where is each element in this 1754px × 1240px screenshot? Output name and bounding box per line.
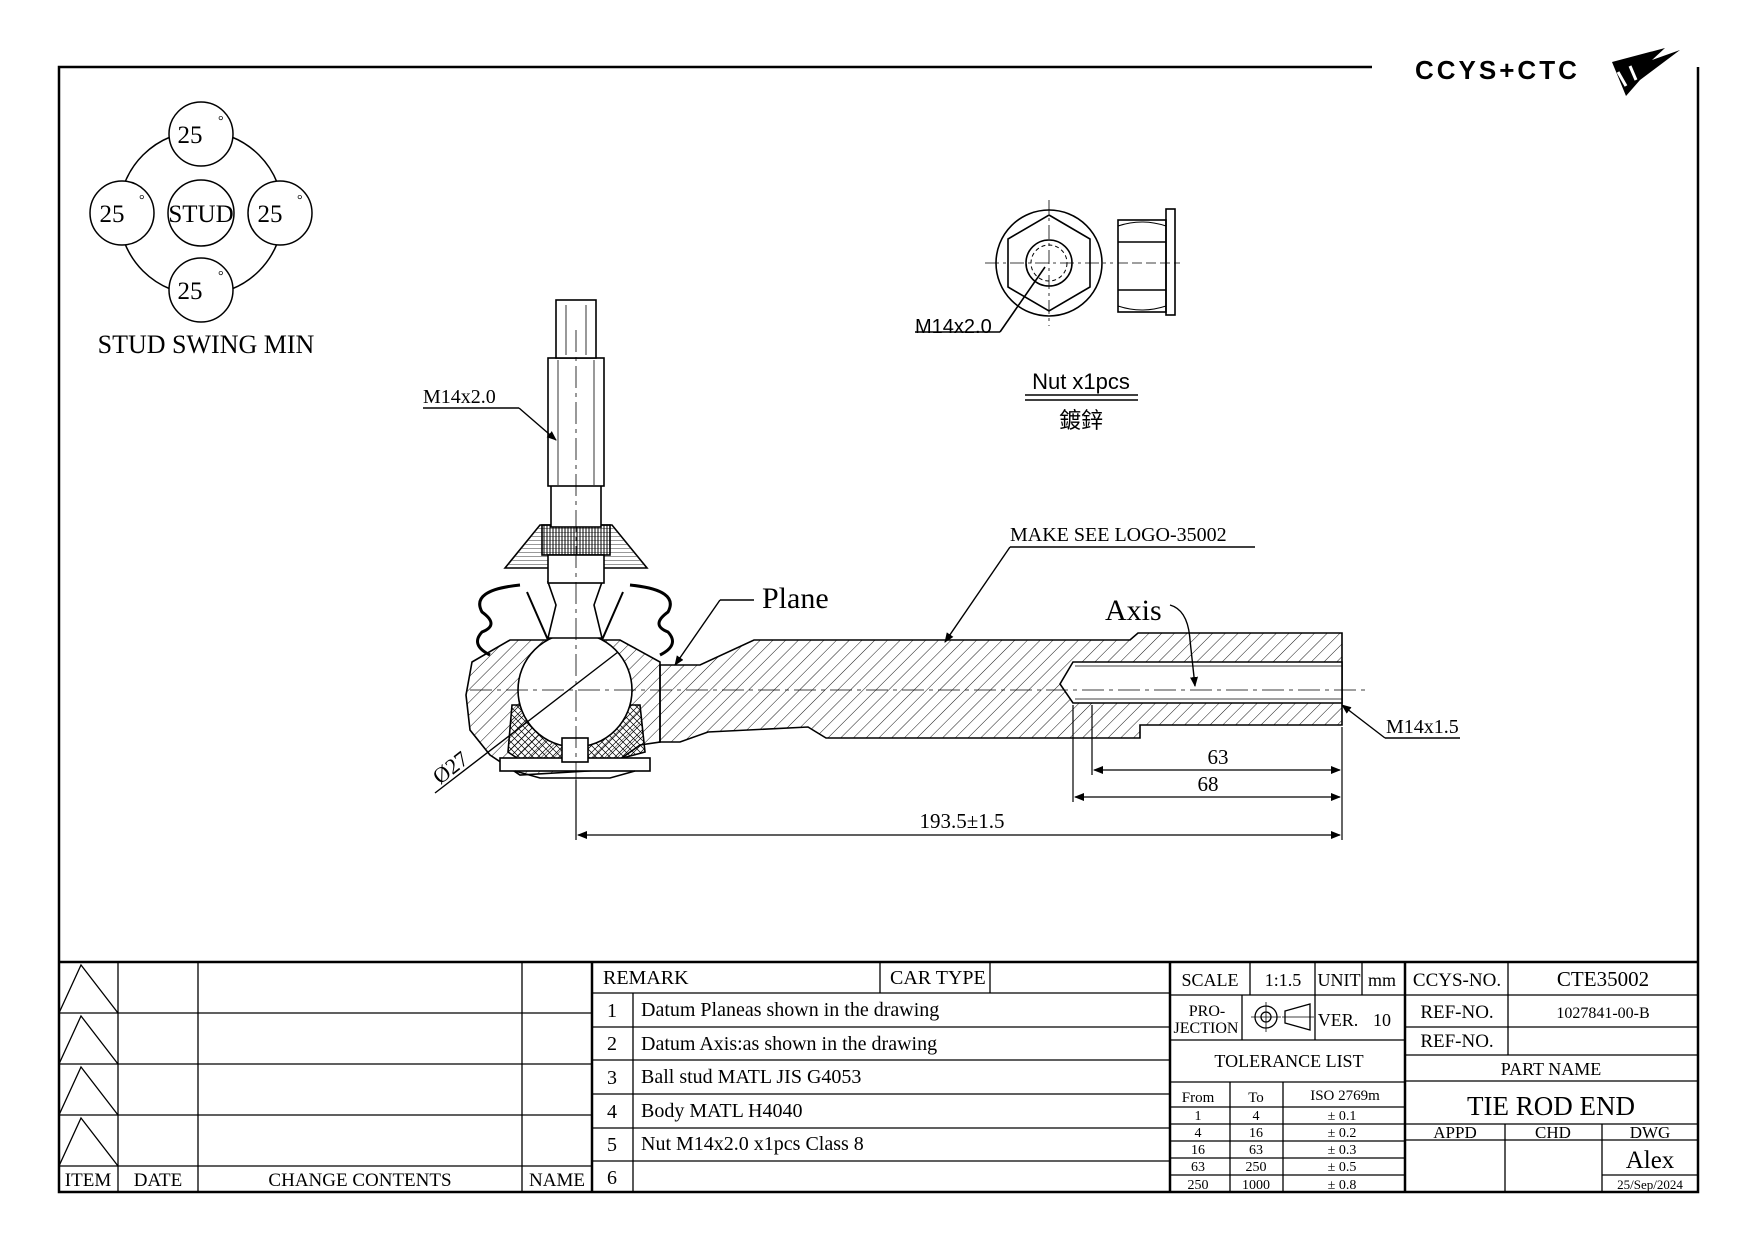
remark-no: 6 bbox=[607, 1167, 617, 1189]
plane-label: Plane bbox=[762, 582, 829, 615]
tolerance-header-from: From bbox=[1182, 1090, 1215, 1106]
dim-bore-depth: 68 bbox=[1198, 772, 1219, 796]
remarks-table: REMARK CAR TYPE 1 2 3 4 5 6 Datum Planea… bbox=[603, 967, 986, 1189]
stud-thread-label: M14x2.0 bbox=[423, 386, 496, 408]
rev-header-change: CHANGE CONTENTS bbox=[268, 1170, 451, 1191]
rev-header-item: ITEM bbox=[65, 1170, 112, 1191]
dimension-labels: 63 68 193.5±1.5 bbox=[919, 745, 1228, 833]
ball-diameter-label: Ø27 bbox=[428, 746, 473, 789]
tolerance-to: 63 bbox=[1249, 1143, 1263, 1158]
third-angle-projection-icon bbox=[1251, 1002, 1314, 1032]
tolerance-to: 16 bbox=[1249, 1126, 1263, 1141]
degree-mark: ° bbox=[139, 193, 145, 208]
stud-label: STUD bbox=[168, 201, 233, 228]
tolerance-to: 4 bbox=[1253, 1109, 1260, 1124]
tolerance-value: ± 0.2 bbox=[1328, 1126, 1357, 1141]
callout-leaders bbox=[423, 407, 1460, 794]
info-block: SCALE 1:1.5 UNIT mm PRO- JECTION VER. 10… bbox=[1174, 970, 1396, 1193]
remark-header: REMARK bbox=[603, 967, 689, 989]
part-name-label: PART NAME bbox=[1501, 1059, 1601, 1079]
remark-no: 5 bbox=[607, 1134, 617, 1156]
tolerance-from: 63 bbox=[1191, 1160, 1205, 1175]
projection-label: JECTION bbox=[1174, 1020, 1239, 1037]
remark-no: 4 bbox=[607, 1101, 617, 1123]
remark-text: Ball stud MATL JIS G4053 bbox=[641, 1066, 861, 1088]
tolerance-value: ± 0.3 bbox=[1328, 1143, 1357, 1158]
remark-text: Body MATL H4040 bbox=[641, 1100, 802, 1122]
company-logo: CCYS+CTC bbox=[1415, 48, 1680, 96]
degree-mark: ° bbox=[297, 193, 303, 208]
ccys-no-label: CCYS-NO. bbox=[1413, 970, 1501, 991]
nut-thread-label: M14x2.0 bbox=[915, 316, 992, 338]
stud-swing-labels: STUD 25 25 25 25 ° ° ° ° STUD SWING MIN bbox=[98, 114, 315, 359]
logo-text: CCYS+CTC bbox=[1415, 55, 1580, 85]
nut-finish: 鍍鋅 bbox=[1059, 408, 1103, 433]
swing-caption: STUD SWING MIN bbox=[98, 330, 315, 359]
nut-drawing bbox=[915, 200, 1180, 401]
remark-text: Datum Planeas shown in the drawing bbox=[641, 999, 939, 1021]
degree-mark: ° bbox=[218, 114, 224, 129]
rev-header-date: DATE bbox=[134, 1170, 183, 1191]
remark-no: 2 bbox=[607, 1033, 617, 1055]
appd-label: APPD bbox=[1433, 1123, 1476, 1142]
ref-no-value: 1027841-00-B bbox=[1556, 1005, 1649, 1022]
tolerance-header-to: To bbox=[1248, 1090, 1264, 1106]
tolerance-from: 4 bbox=[1195, 1126, 1202, 1141]
tolerance-from: 16 bbox=[1191, 1143, 1205, 1158]
tolerance-header-iso: ISO 2769m bbox=[1310, 1088, 1380, 1104]
ref-no-2-label: REF-NO. bbox=[1420, 1031, 1493, 1052]
car-type-label: CAR TYPE bbox=[890, 967, 986, 989]
swing-angle-top: 25 bbox=[178, 122, 203, 149]
unit-value: mm bbox=[1368, 970, 1396, 990]
tie-rod-end-section bbox=[465, 299, 1370, 840]
tolerance-to: 1000 bbox=[1242, 1178, 1270, 1193]
tolerance-from: 250 bbox=[1188, 1178, 1209, 1193]
callout-labels: M14x2.0 MAKE SEE LOGO-35002 Plane Axis M… bbox=[423, 386, 1459, 789]
degree-mark: ° bbox=[218, 269, 224, 284]
dim-thread-depth: 63 bbox=[1208, 745, 1229, 769]
inner-thread-label: M14x1.5 bbox=[1386, 716, 1459, 738]
remark-text: Nut M14x2.0 x1pcs Class 8 bbox=[641, 1133, 864, 1155]
logo-note-label: MAKE SEE LOGO-35002 bbox=[1010, 524, 1227, 546]
swing-angle-right: 25 bbox=[258, 201, 283, 228]
tolerance-title: TOLERANCE LIST bbox=[1214, 1051, 1363, 1071]
remark-no: 1 bbox=[607, 1000, 617, 1022]
frame bbox=[57, 65, 1700, 1194]
remark-no: 3 bbox=[607, 1067, 617, 1089]
nut-title: Nut x1pcs bbox=[1032, 369, 1130, 394]
drawn-by: Alex bbox=[1626, 1147, 1675, 1174]
title-block-lines bbox=[58, 960, 1698, 1192]
swing-angle-left: 25 bbox=[100, 201, 125, 228]
logo-mark-icon bbox=[1612, 48, 1680, 96]
dim-overall-length: 193.5±1.5 bbox=[919, 809, 1004, 833]
title-block: CCYS-NO. CTE35002 REF-NO. 1027841-00-B R… bbox=[1413, 967, 1683, 1192]
tolerance-from: 1 bbox=[1195, 1109, 1202, 1124]
dwg-label: DWG bbox=[1630, 1123, 1671, 1142]
tolerance-value: ± 0.1 bbox=[1328, 1109, 1357, 1124]
scale-label: SCALE bbox=[1181, 970, 1238, 990]
tolerance-value: ± 0.5 bbox=[1328, 1160, 1357, 1175]
dimension-lines bbox=[575, 705, 1343, 840]
revision-table: ITEM DATE CHANGE CONTENTS NAME bbox=[65, 1170, 585, 1191]
scale-value: 1:1.5 bbox=[1265, 970, 1302, 990]
projection-label: PRO- bbox=[1189, 1003, 1225, 1020]
unit-label: UNIT bbox=[1318, 970, 1361, 990]
ver-label: VER. bbox=[1318, 1010, 1359, 1030]
tolerance-to: 250 bbox=[1246, 1160, 1267, 1175]
tolerance-value: ± 0.8 bbox=[1328, 1178, 1357, 1193]
ccys-no-value: CTE35002 bbox=[1557, 967, 1649, 991]
ref-no-label: REF-NO. bbox=[1420, 1002, 1493, 1023]
ver-value: 10 bbox=[1373, 1010, 1391, 1030]
stud-swing-diagram bbox=[89, 101, 313, 323]
axis-label: Axis bbox=[1105, 594, 1162, 627]
rev-header-name: NAME bbox=[529, 1170, 585, 1191]
chd-label: CHD bbox=[1535, 1123, 1571, 1142]
drawing-date: 25/Sep/2024 bbox=[1617, 1177, 1683, 1192]
nut-labels: M14x2.0 Nut x1pcs 鍍鋅 bbox=[915, 316, 1130, 433]
swing-angle-bottom: 25 bbox=[178, 278, 203, 305]
part-name: TIE ROD END bbox=[1467, 1091, 1635, 1121]
remark-text: Datum Axis:as shown in the drawing bbox=[641, 1033, 937, 1055]
